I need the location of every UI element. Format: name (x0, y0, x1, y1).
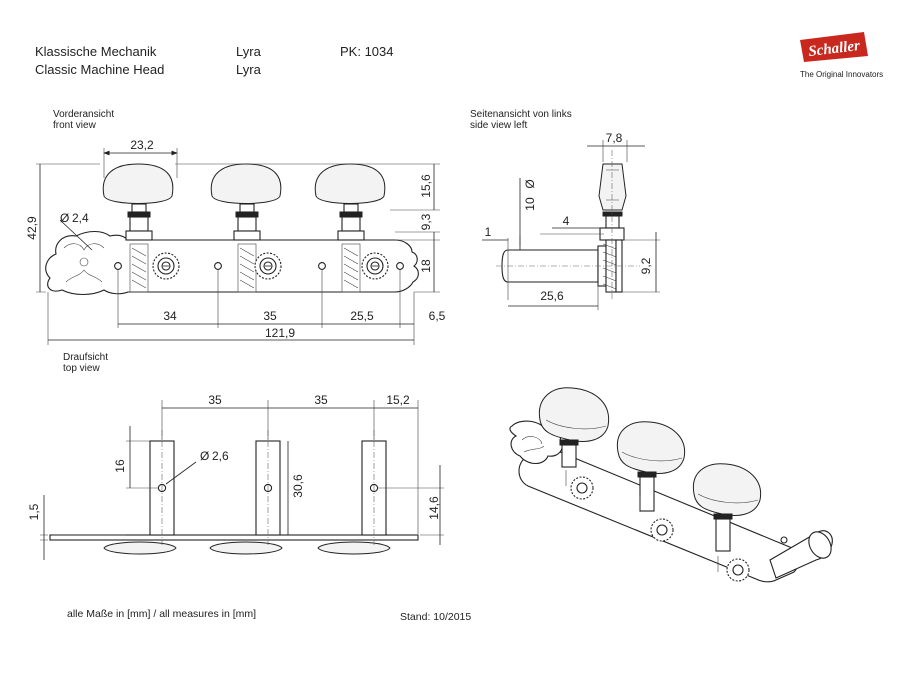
title-en: Classic Machine Head (35, 62, 165, 77)
model-en: Lyra (236, 62, 261, 77)
dim-top-spacing-1: 35 (208, 393, 222, 407)
iso-button-3 (692, 463, 762, 516)
top-plate (49, 534, 419, 541)
side-dimensions (482, 140, 660, 310)
front-dimensions (36, 148, 440, 345)
front-mounting-hole-2 (214, 262, 222, 270)
top-button-1 (103, 541, 177, 555)
dim-hole-from-plate: 14,6 (427, 496, 441, 520)
side-button (598, 163, 627, 211)
top-view-drawing (49, 430, 419, 555)
dim-top-hole-height: 16 (113, 459, 127, 473)
top-button-2 (209, 541, 283, 555)
front-tuner-2 (210, 163, 282, 293)
top-view-label-en: top view (63, 363, 100, 374)
side-view-label-en: side view left (470, 120, 528, 131)
isometric-view (509, 387, 833, 583)
iso-button-2 (616, 421, 686, 474)
front-tuner-3 (314, 163, 389, 293)
dim-front-hole-dia: 2,4 (72, 211, 89, 225)
dim-post-offset: 9,3 (419, 213, 433, 230)
dim-front-spacing-3: 25,5 (350, 309, 374, 323)
dim-post-length: 25,6 (540, 289, 564, 303)
schaller-logo: Schaller (796, 30, 870, 64)
revision-date: Stand: 10/2015 (400, 611, 472, 623)
dim-top-post-height: 30,6 (291, 474, 305, 498)
side-view-drawing (496, 150, 640, 300)
dim-front-hole-symbol: Ø (60, 211, 69, 225)
dim-post-dia: 10 (523, 197, 537, 211)
dim-plate-thickness: 1,5 (27, 503, 41, 520)
dim-plate-height: 18 (419, 259, 433, 273)
top-dimensions (40, 400, 444, 560)
front-mounting-hole-4 (396, 262, 404, 270)
top-view-label-de: Draufsicht (63, 352, 109, 363)
dim-collar: 4 (563, 214, 570, 228)
dim-front-spacing-1: 34 (163, 309, 177, 323)
front-mounting-hole-3 (318, 262, 326, 270)
dim-end-offset: 6,5 (429, 309, 446, 323)
logo-badge-shape (800, 32, 868, 62)
logo-brand: Schaller (807, 38, 860, 60)
dim-button-width: 23,2 (130, 138, 154, 152)
dim-post-dia-symbol: Ø (523, 179, 537, 188)
dim-button-height: 15,6 (419, 174, 433, 198)
dim-top-spacing-2: 35 (314, 393, 328, 407)
front-mounting-hole-1 (114, 262, 122, 270)
dim-top-end-offset: 15,2 (386, 393, 410, 407)
part-number: PK: 1034 (340, 44, 394, 59)
units-note: alle Maße in [mm] / all measures in [mm] (67, 608, 257, 620)
side-view-label-de: Seitenansicht von links (470, 109, 572, 120)
model-de: Lyra (236, 44, 261, 59)
side-post (501, 249, 599, 283)
top-button-3 (317, 541, 391, 555)
iso-button-1 (538, 387, 610, 442)
dim-plate-part: 9,2 (639, 257, 653, 274)
dim-overall-height: 42,9 (25, 216, 39, 240)
dim-top-hole-dia: 2,6 (212, 449, 229, 463)
dim-top-hole-symbol: Ø (200, 449, 209, 463)
front-plate (45, 230, 419, 296)
dim-front-spacing-2: 35 (263, 309, 277, 323)
dim-total-length: 121,9 (265, 326, 295, 340)
dim-step: 1 (485, 225, 492, 239)
front-tuner-1 (102, 163, 180, 293)
front-view-label-en: front view (53, 120, 96, 131)
title-de: Klassische Mechanik (35, 44, 157, 59)
logo-tagline: The Original Innovators (800, 70, 884, 79)
dim-button-thickness: 7,8 (606, 131, 623, 145)
logo-badge: Schaller (800, 32, 868, 62)
front-view-label-de: Vorderansicht (53, 109, 115, 120)
